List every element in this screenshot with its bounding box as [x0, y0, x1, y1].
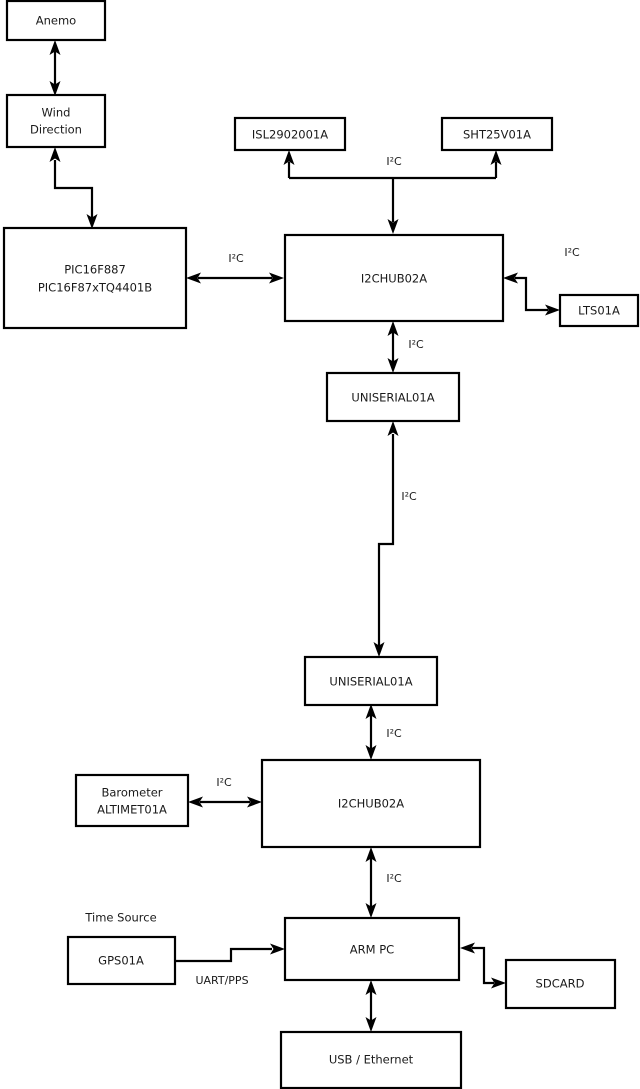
edge-label-uniserial-hub-bot: I²C	[386, 727, 402, 740]
node-label-uniserial01a-top: UNISERIAL01A	[351, 391, 434, 405]
edge-hub-uniserial-top: I²C	[387, 321, 424, 373]
node-arm-pc[interactable]: ARM PC	[283, 916, 461, 982]
edge-uniserial-hub-bot: I²C	[365, 704, 402, 760]
node-label-i2chub02a-bottom: I2CHUB02A	[338, 797, 404, 811]
node-label-uniserial01a-bottom: UNISERIAL01A	[329, 675, 412, 689]
edge-gps-armpc: UART/PPS	[175, 943, 285, 987]
edge-label-barometer-hub: I²C	[216, 776, 232, 789]
edge-label-hub-uniserial-top: I²C	[408, 338, 424, 351]
node-barometer[interactable]: Barometer ALTIMET01A	[74, 773, 190, 828]
node-label-isl2902001a: ISL2902001A	[252, 128, 328, 142]
node-wind-direction[interactable]: Wind Direction	[5, 93, 107, 149]
node-pic[interactable]: PIC16F887 PIC16F87xTQ4401B	[2, 226, 188, 330]
edge-armpc-sdcard	[460, 942, 506, 989]
edge-label-hub-armpc: I²C	[386, 872, 402, 885]
node-label-barometer-line2: ALTIMET01A	[97, 803, 167, 817]
node-label-sdcard: SDCARD	[536, 977, 585, 991]
node-sdcard[interactable]: SDCARD	[504, 958, 617, 1010]
edge-hub-isl-sht: I²C	[283, 150, 502, 234]
node-label-usb-ethernet: USB / Ethernet	[329, 1053, 414, 1067]
node-label-i2chub02a-top: I2CHUB02A	[361, 272, 427, 286]
node-label-gps01a: GPS01A	[98, 954, 144, 968]
edge-label-hub-lts: I²C	[564, 246, 580, 259]
node-lts01a[interactable]: LTS01A	[558, 293, 640, 328]
node-label-anemo: Anemo	[36, 14, 76, 28]
node-label-wind-direction-line1: Wind	[42, 106, 71, 120]
node-label-lts01a: LTS01A	[578, 304, 620, 318]
node-i2chub02a-top[interactable]: I2CHUB02A	[283, 233, 505, 323]
node-gps01a[interactable]: GPS01A	[66, 935, 177, 986]
node-uniserial01a-top[interactable]: UNISERIAL01A	[325, 371, 461, 423]
edge-label-hub-isl-sht: I²C	[386, 155, 402, 168]
label-time-source: Time Source	[84, 911, 156, 925]
edge-wind-pic	[49, 147, 98, 229]
edge-uniserial-link: I²C	[373, 421, 417, 657]
edge-barometer-hub: I²C	[188, 776, 262, 808]
edge-anemo-wind	[49, 40, 61, 96]
node-usb-ethernet[interactable]: USB / Ethernet	[279, 1030, 463, 1089]
edge-hub-armpc: I²C	[365, 847, 402, 918]
node-label-wind-direction-line2: Direction	[30, 123, 82, 137]
node-label-barometer-line1: Barometer	[101, 786, 162, 800]
node-label-sht25v01a: SHT25V01A	[463, 128, 531, 142]
node-sht25v01a[interactable]: SHT25V01A	[440, 116, 554, 152]
node-i2chub02a-bottom[interactable]: I2CHUB02A	[260, 758, 482, 849]
edge-label-uniserial-link: I²C	[401, 490, 417, 503]
edge-label-gps-armpc: UART/PPS	[195, 974, 248, 987]
node-isl2902001a[interactable]: ISL2902001A	[233, 116, 347, 152]
node-uniserial01a-bottom[interactable]: UNISERIAL01A	[303, 655, 439, 707]
edge-armpc-usbeth	[365, 980, 377, 1032]
node-label-pic-line1: PIC16F887	[64, 263, 126, 277]
node-anemo[interactable]: Anemo	[5, 0, 107, 42]
node-label-pic-line2: PIC16F87xTQ4401B	[38, 281, 152, 295]
edge-hub-lts: I²C	[503, 246, 580, 316]
node-label-arm-pc: ARM PC	[350, 943, 394, 957]
edge-pic-hub: I²C	[186, 252, 284, 284]
edge-label-pic-hub: I²C	[228, 252, 244, 265]
